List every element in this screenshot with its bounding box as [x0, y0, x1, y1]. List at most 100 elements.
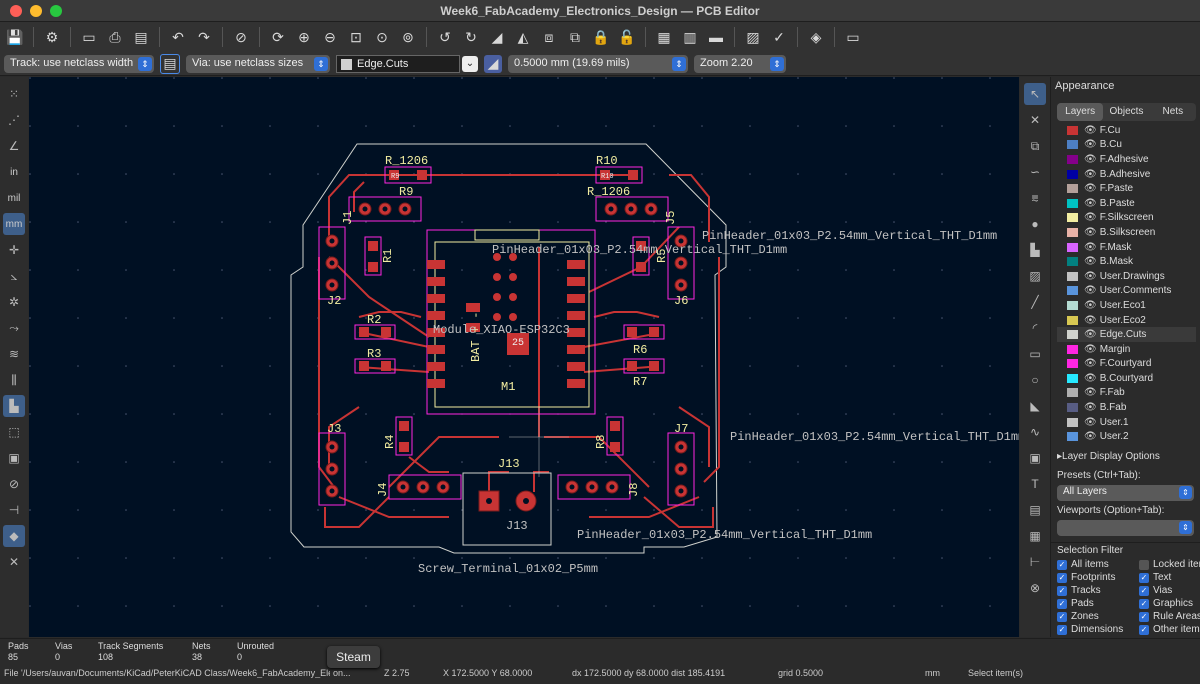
print-icon[interactable]: ⎙: [109, 28, 121, 45]
layer-color-swatch[interactable]: [1067, 198, 1078, 208]
tab-layers[interactable]: Layers: [1057, 103, 1104, 121]
close-window-button[interactable]: [10, 4, 22, 17]
layer-pair-icon[interactable]: ◢: [484, 54, 502, 73]
layer-row[interactable]: 👁B.Paste: [1057, 196, 1196, 211]
eye-icon[interactable]: 👁: [1084, 168, 1097, 180]
curved-ratsnest-icon[interactable]: ⤳: [9, 320, 19, 335]
filter-item[interactable]: ✓Tracks: [1057, 584, 1139, 597]
ratsnest-icon[interactable]: ✲: [8, 295, 20, 309]
mirror-icon[interactable]: ◭: [517, 28, 529, 45]
eye-icon[interactable]: 👁: [1084, 124, 1097, 136]
layer-row[interactable]: 👁F.Courtyard: [1057, 357, 1196, 372]
undo-icon[interactable]: ↶: [172, 28, 184, 45]
draw-circle-icon[interactable]: ○: [1031, 373, 1039, 387]
layer-color-swatch[interactable]: [1067, 344, 1078, 354]
board-setup-icon[interactable]: ⚙: [45, 28, 59, 45]
layer-color-swatch[interactable]: [1067, 257, 1078, 267]
select-icon[interactable]: ↖: [1024, 83, 1046, 105]
flip-view-icon[interactable]: ⊣: [8, 503, 20, 517]
presets-select[interactable]: All Layers⇕: [1057, 485, 1194, 501]
eye-icon[interactable]: 👁: [1084, 212, 1097, 224]
layer-color-swatch[interactable]: [1067, 300, 1078, 310]
checkbox-icon[interactable]: ✓: [1139, 611, 1149, 622]
checkbox-icon[interactable]: ✓: [1057, 611, 1067, 622]
local-ratsnest-icon[interactable]: ✕: [1029, 113, 1041, 127]
checkbox-icon[interactable]: ✓: [1057, 572, 1067, 583]
grid-select[interactable]: 0.5000 mm (19.69 mils)⇕: [508, 54, 688, 73]
layers-manager-icon[interactable]: ◆: [3, 525, 25, 547]
draw-arc-icon[interactable]: ◜: [1032, 321, 1038, 335]
delete-icon[interactable]: ⊗: [1029, 581, 1041, 595]
pad-display-icon[interactable]: ⫼: [11, 372, 17, 387]
unlock-icon[interactable]: 🔓: [618, 28, 636, 45]
fill-zones-icon[interactable]: ▨: [746, 28, 760, 45]
route-track-icon[interactable]: ∽: [1029, 165, 1041, 179]
filter-item[interactable]: ✓All items: [1057, 558, 1139, 571]
eye-icon[interactable]: 👁: [1084, 256, 1097, 268]
layer-color-swatch[interactable]: [1067, 169, 1078, 179]
layer-color-swatch[interactable]: [1067, 213, 1078, 223]
zoom-window-button[interactable]: [50, 4, 62, 17]
active-layer-select[interactable]: Edge.Cuts: [336, 54, 460, 73]
polar-coords-icon[interactable]: ∠: [8, 139, 20, 153]
checkbox-icon[interactable]: ✓: [1139, 624, 1149, 635]
layer-row[interactable]: 👁F.Adhesive: [1057, 152, 1196, 167]
high-contrast-icon[interactable]: ▣: [8, 451, 20, 465]
lock-icon[interactable]: 🔒: [592, 28, 610, 45]
filter-item[interactable]: ✓Rule Areas: [1139, 610, 1200, 623]
add-image-icon[interactable]: ▣: [1029, 451, 1041, 465]
layer-row[interactable]: 👁Margin: [1057, 342, 1196, 357]
add-textbox-icon[interactable]: ▤: [1029, 503, 1041, 517]
checkbox-icon[interactable]: ✓: [1139, 585, 1149, 596]
checkbox-icon[interactable]: ✓: [1139, 572, 1149, 583]
layer-row[interactable]: 👁User.Comments: [1057, 284, 1196, 299]
layer-row[interactable]: 👁F.Cu: [1057, 123, 1196, 138]
zoom-in-icon[interactable]: ⊕: [298, 28, 310, 45]
checkbox-icon[interactable]: ✓: [1057, 559, 1067, 570]
layer-row[interactable]: 👁F.Silkscreen: [1057, 211, 1196, 226]
grid-overrides-icon[interactable]: ⋰: [8, 113, 20, 127]
layer-row[interactable]: 👁User.Drawings: [1057, 269, 1196, 284]
add-via-icon[interactable]: ●: [1031, 217, 1039, 231]
footprint-editor-icon[interactable]: ▬: [709, 29, 723, 45]
add-zone-icon[interactable]: ▙: [1030, 243, 1040, 257]
layer-dropdown-icon[interactable]: ⌄: [462, 55, 478, 72]
eye-icon[interactable]: 👁: [1084, 372, 1097, 384]
plot-icon[interactable]: ▤: [134, 28, 148, 45]
checkbox-icon[interactable]: ✓: [1057, 585, 1067, 596]
filter-item[interactable]: ✓Vias: [1139, 584, 1200, 597]
add-rule-area-icon[interactable]: ▨: [1029, 269, 1041, 283]
layer-row[interactable]: 👁F.Paste: [1057, 181, 1196, 196]
filter-item[interactable]: ✓Footprints: [1057, 571, 1139, 584]
cursor-shape-icon[interactable]: ✛: [8, 243, 20, 257]
eye-icon[interactable]: 👁: [1084, 183, 1097, 195]
footprint-library-icon[interactable]: ▥: [683, 28, 697, 45]
zoom-objects-icon[interactable]: ⊙: [376, 28, 388, 45]
eye-icon[interactable]: 👁: [1084, 153, 1097, 165]
zoom-fit-icon[interactable]: ⊡: [350, 28, 362, 45]
flip-horizontal-icon[interactable]: ◢: [491, 28, 503, 45]
eye-icon[interactable]: 👁: [1084, 329, 1097, 341]
add-text-icon[interactable]: T: [1031, 477, 1039, 491]
zoom-out-icon[interactable]: ⊖: [324, 28, 336, 45]
scripting-console-icon[interactable]: ▭: [846, 28, 860, 45]
zoom-selection-icon[interactable]: ⊚: [402, 28, 414, 45]
layer-color-swatch[interactable]: [1067, 154, 1078, 164]
drc-icon[interactable]: ✓: [773, 28, 785, 45]
refresh-icon[interactable]: ⟳: [272, 28, 284, 45]
layer-color-swatch[interactable]: [1067, 271, 1078, 281]
angle-constraint-icon[interactable]: ⦣: [10, 268, 18, 283]
layer-color-swatch[interactable]: [1067, 184, 1078, 194]
grid-dots-icon[interactable]: ⁙: [8, 87, 20, 101]
eye-icon[interactable]: 👁: [1084, 314, 1097, 326]
eye-icon[interactable]: 👁: [1084, 270, 1097, 282]
zone-display-icon[interactable]: ≋: [8, 347, 20, 361]
eye-icon[interactable]: 👁: [1084, 343, 1097, 355]
add-table-icon[interactable]: ▦: [1029, 529, 1041, 543]
layer-color-swatch[interactable]: [1067, 330, 1078, 340]
add-dimension-icon[interactable]: ⊢: [1029, 555, 1041, 569]
minimize-window-button[interactable]: [30, 4, 42, 17]
layer-color-swatch[interactable]: [1067, 315, 1078, 325]
layer-row[interactable]: 👁B.Cu: [1057, 138, 1196, 153]
checkbox-icon[interactable]: ✓: [1057, 598, 1067, 609]
